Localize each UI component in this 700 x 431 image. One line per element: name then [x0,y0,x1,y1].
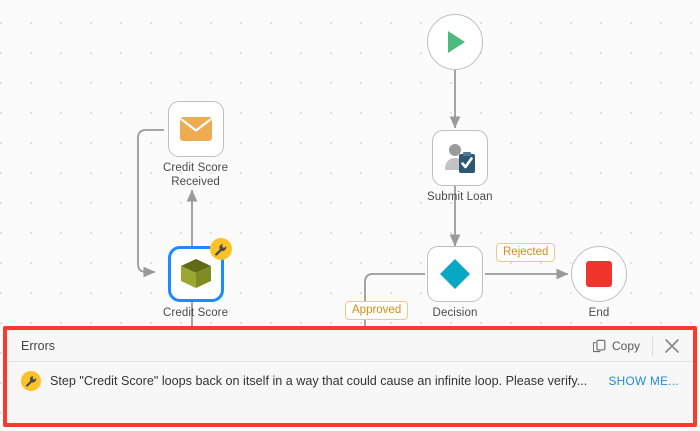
copy-icon [592,339,606,352]
node-submit-loan-label: Submit Loan [427,191,493,203]
diamond-icon [440,259,470,289]
errors-panel-body: Step "Credit Score" loops back on itself… [7,362,693,423]
copy-button[interactable]: Copy [587,337,646,355]
node-end-shape[interactable] [571,246,627,302]
node-submit-loan-shape[interactable] [431,130,488,186]
copy-button-label: Copy [611,338,640,353]
edge-label-approved[interactable]: Approved [345,301,409,320]
node-decision-shape[interactable] [427,246,483,302]
close-icon [665,338,679,353]
wrench-icon [26,375,37,387]
node-decision-label: Decision [432,307,478,319]
node-credit-score[interactable]: Credit Score [163,238,232,320]
header-divider [652,335,653,356]
error-list-item[interactable]: Step "Credit Score" loops back on itself… [7,362,693,400]
error-item-message: Step "Credit Score" loops back on itself… [50,374,588,388]
package-icon [180,259,211,288]
play-icon [448,31,465,53]
node-decision[interactable]: Decision [427,246,483,320]
node-credit-score-received[interactable]: Credit Score Received [163,101,228,189]
node-credit-score-shape[interactable] [167,238,232,302]
errors-panel-header: Errors Copy [7,330,693,362]
node-end-label: End [588,307,610,319]
node-credit-score-label: Credit Score [163,307,229,319]
errors-panel-title: Errors [21,338,56,353]
node-start-shape[interactable] [427,14,483,70]
show-me-link[interactable]: SHOW ME... [608,374,679,388]
node-credit-score-received-label: Credit Score Received [163,162,229,188]
envelope-icon [179,117,212,141]
node-credit-score-received-shape[interactable] [167,101,224,157]
user-task-icon [444,144,475,173]
stop-icon [586,261,612,287]
node-submit-loan[interactable]: Submit Loan [427,130,493,204]
error-item-icon [21,371,41,391]
wrench-icon [215,243,227,256]
node-end[interactable]: End [571,246,627,320]
node-start[interactable] [427,14,483,74]
errors-panel: Errors Copy [3,326,697,427]
close-button[interactable] [659,334,685,358]
edge-label-rejected[interactable]: Rejected [496,243,556,262]
wrench-badge[interactable] [209,238,232,260]
